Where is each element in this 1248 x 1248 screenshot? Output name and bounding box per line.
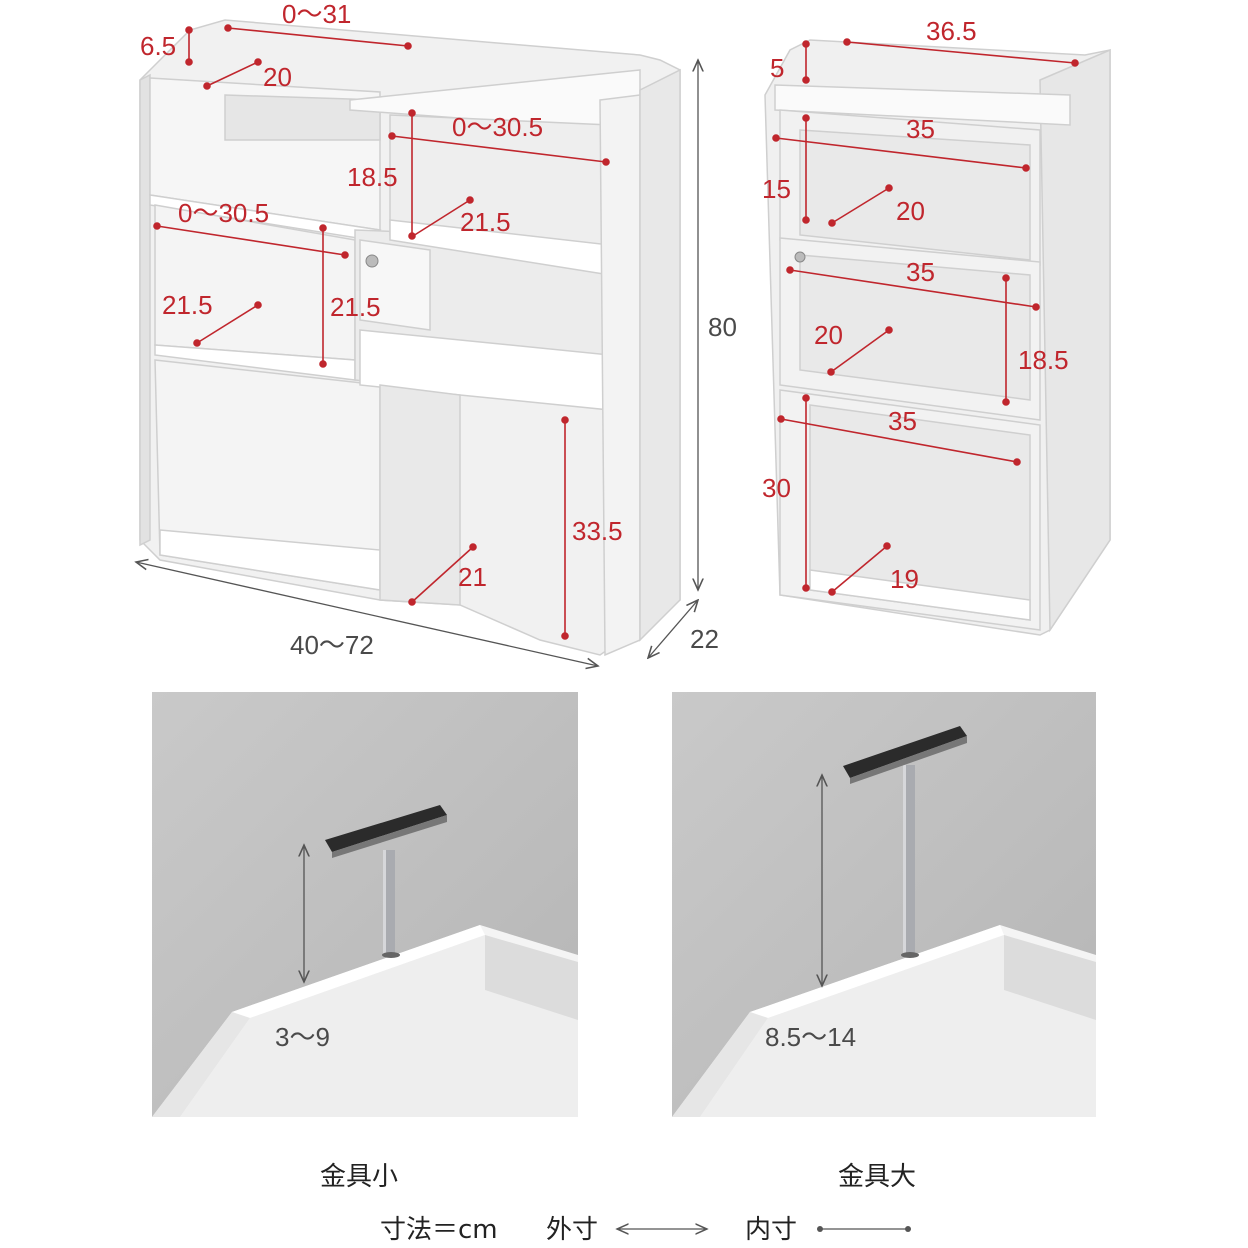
mid-left-width-label: 0〜30.5 bbox=[178, 198, 269, 228]
small-fitting-caption: 金具小 bbox=[320, 1162, 398, 1192]
inner-dimension-marker bbox=[817, 1226, 911, 1232]
unit-note: 寸法＝cm bbox=[380, 1215, 498, 1245]
box1-height-label: 15 bbox=[762, 174, 791, 204]
right-top-rail-label: 5 bbox=[770, 53, 784, 83]
box2-height-label: 18.5 bbox=[1018, 345, 1069, 375]
upper-right-depth-label: 21.5 bbox=[460, 207, 511, 237]
right-top-width-label: 36.5 bbox=[926, 16, 977, 46]
upper-divider-height-label: 18.5 bbox=[347, 162, 398, 192]
top-rail-height-label: 6.5 bbox=[140, 31, 176, 61]
box3-height-label: 30 bbox=[762, 473, 791, 503]
large-fitting-caption: 金具大 bbox=[838, 1162, 916, 1192]
box3-width-label: 35 bbox=[888, 406, 917, 436]
bottom-depth-label: 21 bbox=[458, 562, 487, 592]
outer-dimension-label: 外寸 bbox=[546, 1215, 598, 1245]
mid-left-height-label: 21.5 bbox=[330, 292, 381, 322]
overall-depth-label: 22 bbox=[690, 624, 719, 654]
inner-dimension-label: 内寸 bbox=[745, 1215, 797, 1245]
left-outer-dimensions bbox=[136, 60, 698, 666]
small-fitting-photo bbox=[152, 692, 578, 1117]
dimension-legend: 寸法＝cm 外寸 内寸 bbox=[380, 1215, 911, 1245]
large-fitting-photo bbox=[672, 692, 1096, 1117]
box2-width-label: 35 bbox=[906, 257, 935, 287]
extendable-shelf-illustration bbox=[139, 19, 681, 657]
upper-right-width-label: 0〜30.5 bbox=[452, 112, 543, 142]
box1-depth-label: 20 bbox=[896, 196, 925, 226]
overall-width-label: 40〜72 bbox=[290, 630, 374, 660]
stacked-shelf-illustration bbox=[764, 39, 1111, 636]
large-fitting-range: 8.5〜14 bbox=[765, 1022, 856, 1052]
top-shelf-depth-label: 20 bbox=[263, 62, 292, 92]
right-inner-dimensions bbox=[772, 38, 1079, 596]
small-fitting-range: 3〜9 bbox=[275, 1022, 330, 1052]
mid-left-depth-label: 21.5 bbox=[162, 290, 213, 320]
leg-height-label: 33.5 bbox=[572, 516, 623, 546]
box2-depth-label: 20 bbox=[814, 320, 843, 350]
box1-width-label: 35 bbox=[906, 114, 935, 144]
box3-depth-label: 19 bbox=[890, 564, 919, 594]
top-shelf-width-label: 0〜31 bbox=[282, 0, 351, 29]
overall-height-label: 80 bbox=[708, 312, 737, 342]
